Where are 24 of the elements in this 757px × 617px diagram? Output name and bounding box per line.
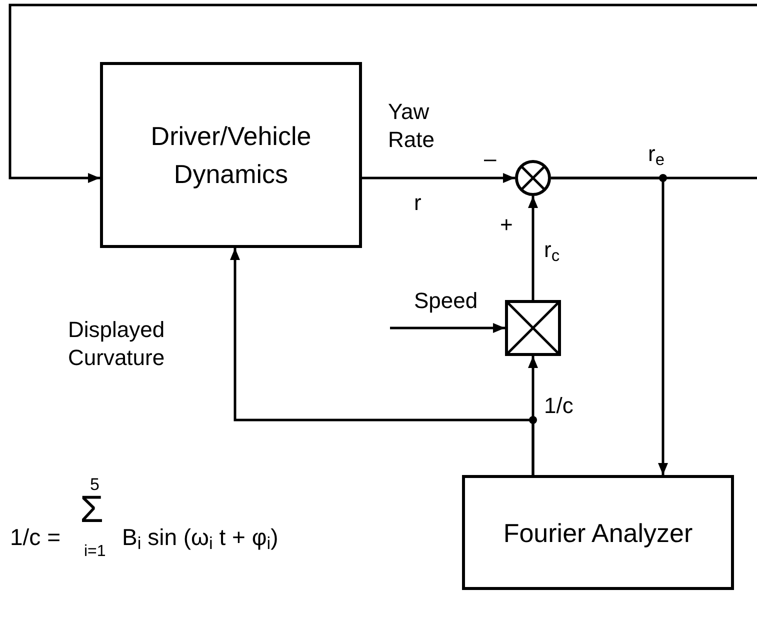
edge-label: 1/c: [544, 392, 574, 420]
edge-label: Speed: [414, 287, 479, 315]
process-box: [100, 62, 362, 248]
summing-junction: [515, 160, 551, 196]
equation-text: B$_{i}$ sin (ω$_{i}$ t + φ$_{i}$): [122, 523, 280, 554]
multiplier-block: [505, 300, 561, 356]
arrow: [230, 248, 534, 475]
signal-label: Yaw Rate: [388, 98, 436, 154]
block-label: Fourier Analyzer: [503, 516, 693, 550]
arrow: [362, 173, 515, 183]
arrow: [8, 4, 757, 183]
equation-text: 1/c =: [10, 523, 62, 552]
block-label: Driver/Vehicle Dynamics: [150, 120, 312, 191]
arrow: [390, 323, 505, 333]
equation-text: i=1: [84, 542, 107, 562]
sign-label: +: [500, 211, 514, 239]
edge-label: Displayed Curvature: [68, 316, 166, 372]
arrow: [528, 196, 538, 300]
process-box: [462, 475, 734, 590]
arrow: [551, 176, 668, 475]
edge-label: r$_{e}$: [648, 140, 666, 168]
sign-label: –: [484, 145, 498, 173]
edge-label: r: [414, 189, 422, 217]
edge-label: r$_{c}$: [544, 236, 561, 264]
